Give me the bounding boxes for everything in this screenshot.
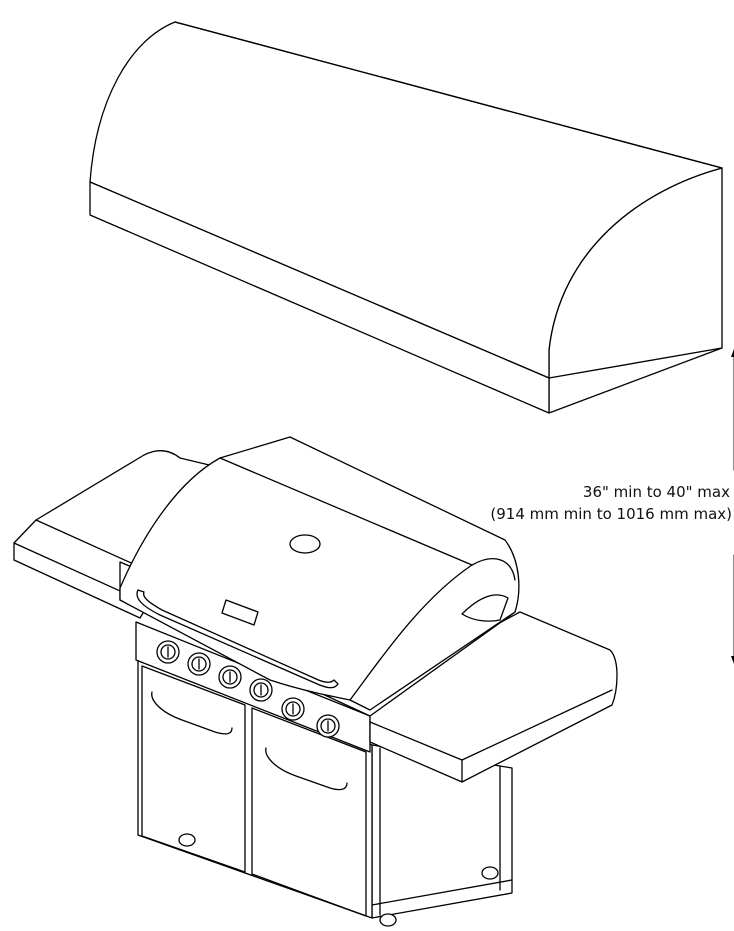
burner-knob-1[interactable] xyxy=(156,640,180,664)
hood-ridge-line xyxy=(174,21,723,169)
lid-ridge-line xyxy=(219,457,473,566)
hood-top-surface xyxy=(89,21,723,379)
dimension-arrow-down xyxy=(731,656,734,664)
range-hood xyxy=(89,21,723,414)
dimension-arrow-up xyxy=(731,349,734,357)
dimension-label-metric: (914 mm min to 1016 mm max) xyxy=(490,505,732,523)
burner-knob-6[interactable] xyxy=(316,714,340,738)
wheel-front-right xyxy=(379,913,397,927)
nameplate xyxy=(221,599,259,626)
left-door-handle xyxy=(151,691,233,735)
wheel-front-left xyxy=(178,833,196,847)
left-door xyxy=(141,665,246,873)
temperature-gauge xyxy=(289,534,321,554)
right-side-shelf xyxy=(369,611,618,783)
control-knobs xyxy=(156,640,340,738)
clearance-dimension: 36" min to 40" max (914 mm min to 1016 m… xyxy=(490,349,734,664)
dimension-label-imperial: 36" min to 40" max xyxy=(583,483,730,501)
burner-knob-2[interactable] xyxy=(187,652,211,676)
gas-grill xyxy=(13,436,618,927)
lid-end-recess xyxy=(461,594,509,622)
lid-front-edge xyxy=(349,558,516,701)
burner-knob-4[interactable] xyxy=(249,678,273,702)
right-door-handle xyxy=(265,747,348,791)
hood-cap-band xyxy=(548,347,723,379)
wheel-rear-right xyxy=(481,866,499,880)
burner-knob-3[interactable] xyxy=(218,665,242,689)
hood-front-band xyxy=(89,181,550,414)
lid-handle[interactable] xyxy=(136,589,339,689)
cart-bottom-rail xyxy=(371,879,513,906)
left-shelf-edge xyxy=(13,542,141,601)
burner-knob-5[interactable] xyxy=(281,697,305,721)
